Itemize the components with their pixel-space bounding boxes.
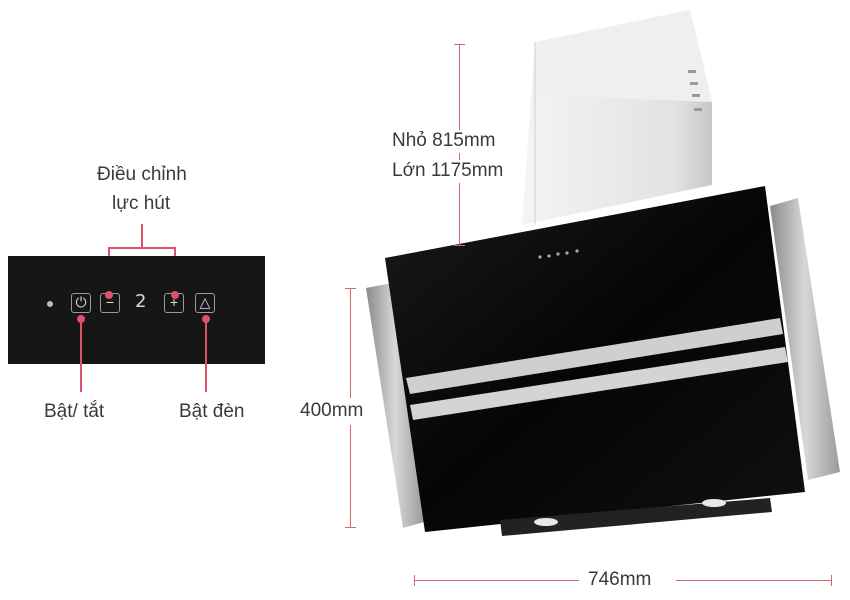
chimney-height-tick-bottom bbox=[454, 245, 465, 246]
width-tick-right bbox=[831, 575, 832, 586]
plus-marker bbox=[171, 291, 179, 299]
adjust-suction-label-line2: lực hút bbox=[112, 193, 171, 214]
height-large-label: Lớn 1175mm bbox=[392, 160, 504, 183]
width-tick-left bbox=[414, 575, 415, 586]
width-line-right bbox=[676, 580, 832, 581]
light-button[interactable]: △ bbox=[195, 293, 215, 313]
body-height-label: 400mm bbox=[300, 398, 364, 425]
control-panel: ⏻ − 2 + △ bbox=[8, 256, 265, 364]
minus-marker bbox=[105, 291, 113, 299]
bracket-stem bbox=[141, 224, 143, 248]
light-pointer bbox=[205, 322, 207, 392]
power-marker bbox=[77, 315, 85, 323]
power-label: Bật/ tắt bbox=[44, 401, 105, 422]
width-line-left bbox=[414, 580, 579, 581]
light-label: Bật đèn bbox=[179, 401, 245, 422]
body-height-tick-top bbox=[345, 288, 356, 289]
width-label: 746mm bbox=[588, 569, 652, 590]
height-small-label: Nhỏ 815mm bbox=[392, 130, 496, 153]
bracket-bar bbox=[108, 247, 176, 249]
adjust-suction-label-line1: Điều chỉnh bbox=[97, 164, 187, 185]
body-height-tick-bottom bbox=[345, 527, 356, 528]
chimney-height-tick-top bbox=[454, 44, 465, 45]
speed-display: 2 bbox=[135, 291, 147, 312]
indicator-led bbox=[47, 301, 53, 307]
power-pointer bbox=[80, 322, 82, 392]
light-marker bbox=[202, 315, 210, 323]
power-button[interactable]: ⏻ bbox=[71, 293, 91, 313]
